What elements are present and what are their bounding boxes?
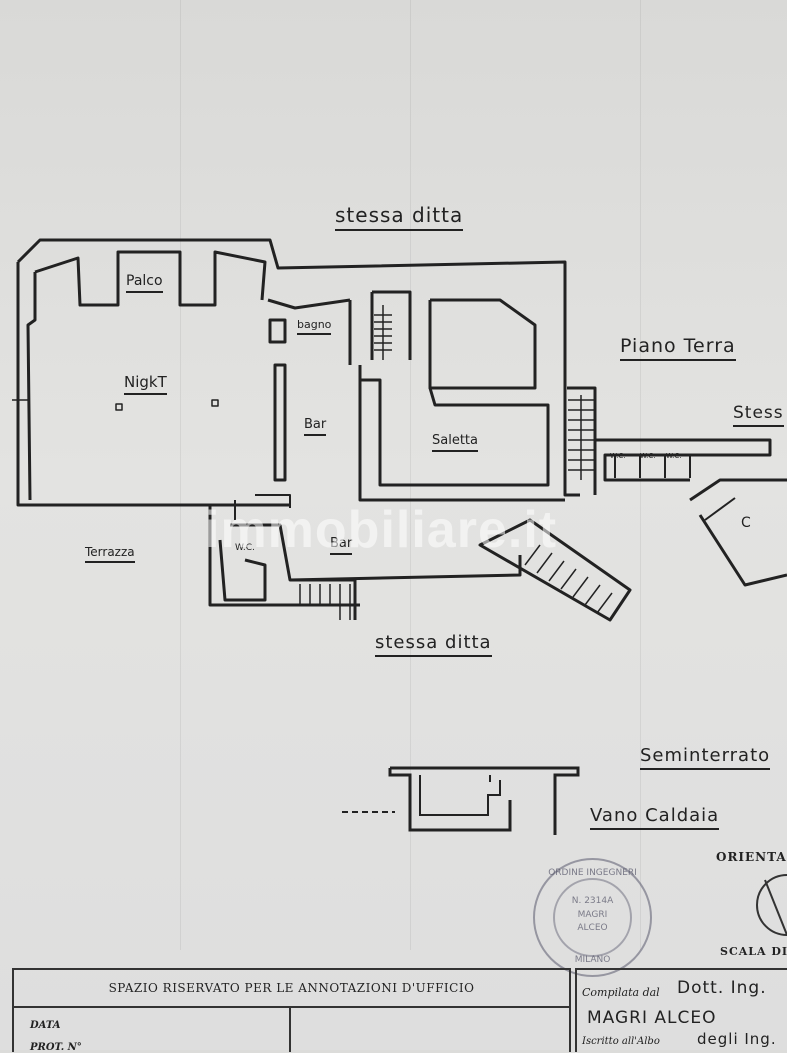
room-label-terrazza: Terrazza — [85, 545, 135, 563]
room-label-wc-1: W.C. — [610, 452, 626, 460]
palco-wall — [34, 250, 267, 307]
outer-wall-left — [16, 262, 290, 507]
stamp-outer-text: ORDINE INGEGNERI — [548, 868, 637, 878]
stair-wall — [372, 290, 412, 360]
paper-crease — [410, 0, 411, 950]
c-room-wall-lower — [698, 514, 787, 587]
wc-corridor — [595, 438, 772, 482]
hall-inner-left — [26, 272, 37, 501]
column — [268, 318, 287, 344]
orientation-label: ORIENTA — [716, 850, 787, 864]
registered-value: degli Ing. — [697, 1030, 777, 1048]
north-arrow-icon — [756, 874, 787, 936]
stamp-name-1: MAGRI — [577, 910, 608, 920]
wc-lower-wall — [218, 539, 267, 602]
outer-wall-top — [16, 238, 580, 497]
watermark-logo: immobiliare.it — [205, 501, 558, 559]
boiler-room-label: Vano Caldaia — [590, 805, 720, 830]
floor-label-basement: Seminterrato — [640, 745, 771, 770]
bar-counter — [273, 363, 287, 482]
room-label-night: NigkT — [124, 373, 167, 395]
bagno-wall — [267, 298, 351, 310]
right-stair-wall — [567, 386, 597, 495]
registered-label: Iscritto all'Albo — [582, 1036, 660, 1047]
room-label-wc-3: W.C. — [666, 452, 682, 460]
room-label-palco: Palco — [126, 273, 163, 293]
c-room-wall — [689, 478, 787, 502]
floor-label-ground: Piano Terra — [620, 335, 736, 361]
data-label: DATA — [30, 1020, 61, 1031]
engineer-name: MAGRI ALCEO — [587, 1008, 717, 1028]
room-label-bagno: bagno — [297, 318, 332, 335]
office-notes-title: SPAZIO RISERVATO PER LE ANNOTAZIONI D'UF… — [14, 970, 569, 1008]
compiled-by-value: Dott. Ing. — [677, 978, 767, 998]
engineer-stamp: ORDINE INGEGNERI N. 2314A MAGRI ALCEO MI… — [533, 858, 652, 977]
room-label-wc-2: W.C. — [640, 452, 656, 460]
saletta-room-upper — [428, 298, 537, 390]
basement-outer — [390, 766, 580, 835]
stamp-city: MILANO — [574, 955, 611, 965]
saletta-walls — [360, 378, 550, 487]
stamp-number: N. 2314A — [571, 896, 614, 906]
room-label-bar-lower: Bar — [330, 536, 353, 555]
scale-label: SCALA DI — [720, 945, 787, 958]
room-label-saletta: Saletta — [432, 433, 478, 452]
room-label-bar-upper: Bar — [304, 417, 327, 436]
compiled-by-box: Compilata dal Dott. Ing. MAGRI ALCEO Isc… — [575, 968, 787, 1052]
stamp-name-2: ALCEO — [577, 923, 608, 933]
room-label-c: C — [741, 515, 751, 531]
saletta-outer — [358, 365, 565, 502]
right-neighbor-label: Stess — [733, 403, 784, 427]
office-notes-box: SPAZIO RISERVATO PER LE ANNOTAZIONI D'UF… — [12, 968, 571, 1053]
top-neighbor-label: stessa ditta — [335, 203, 464, 231]
prot-label: PROT. N° — [30, 1042, 82, 1053]
bottom-neighbor-label: stessa ditta — [375, 632, 492, 657]
paper-crease — [180, 0, 181, 950]
room-label-wc-lower: W.C. — [235, 543, 255, 553]
basement-inner — [388, 768, 512, 832]
compiled-label: Compilata dal — [582, 986, 660, 999]
external-stair — [478, 518, 632, 622]
